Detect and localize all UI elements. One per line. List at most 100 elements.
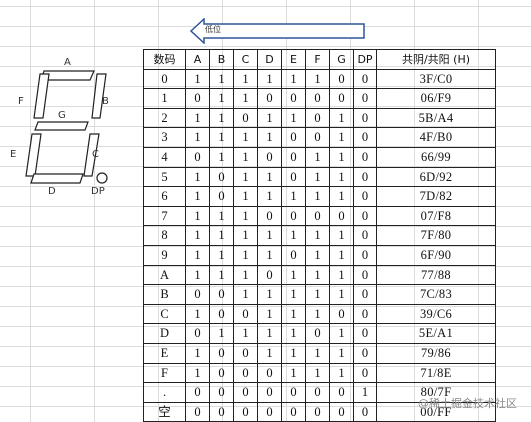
cell-digit: E — [143, 342, 186, 364]
cell-b: 0 — [209, 186, 234, 207]
cell-a: 1 — [185, 127, 210, 148]
cell-digit: 6 — [143, 186, 186, 207]
cell-e: 1 — [281, 186, 306, 207]
cell-e: 0 — [281, 88, 306, 109]
cell-dp: 0 — [353, 127, 377, 148]
cell-f: 1 — [305, 284, 330, 305]
cell-f: 1 — [305, 166, 330, 188]
cell-hex: 5B/A4 — [376, 107, 496, 129]
cell-c: 1 — [233, 225, 258, 246]
cell-b: 1 — [209, 205, 234, 227]
cell-g: 0 — [329, 401, 354, 422]
cell-a: 0 — [185, 382, 210, 403]
cell-d: 1 — [257, 186, 282, 207]
header-a: A — [185, 49, 210, 70]
cell-hex: 71/8E — [376, 362, 496, 384]
cell-g: 1 — [329, 166, 354, 188]
cell-a: 1 — [185, 303, 210, 325]
cell-dp: 0 — [353, 205, 377, 227]
cell-g: 0 — [329, 205, 354, 227]
cell-c: 1 — [233, 166, 258, 188]
cell-g: 1 — [329, 362, 354, 384]
cell-f: 0 — [305, 107, 330, 129]
cell-a: 1 — [185, 225, 210, 246]
cell-digit: 2 — [143, 107, 186, 129]
cell-a: 0 — [185, 146, 210, 168]
cell-digit: 8 — [143, 225, 186, 246]
cell-hex: 06/F9 — [376, 88, 496, 109]
cell-hex: 5E/A1 — [376, 323, 496, 344]
cell-a: 1 — [185, 107, 210, 129]
cell-f: 1 — [305, 362, 330, 384]
cell-g: 0 — [329, 303, 354, 325]
cell-b: 1 — [209, 225, 234, 246]
cell-b: 1 — [209, 323, 234, 344]
cell-c: 1 — [233, 264, 258, 286]
cell-digit: 0 — [143, 68, 186, 90]
cell-b: 1 — [209, 146, 234, 168]
cell-d: 1 — [257, 284, 282, 305]
cell-d: 1 — [257, 323, 282, 344]
cell-f: 1 — [305, 264, 330, 286]
segment-dp — [96, 172, 108, 184]
cell-b: 1 — [209, 107, 234, 129]
cell-hex: 6F/90 — [376, 244, 496, 266]
header-g: G — [329, 49, 354, 70]
cell-b: 0 — [209, 342, 234, 364]
cell-a: 0 — [185, 284, 210, 305]
cell-e: 0 — [281, 244, 306, 266]
cell-b: 1 — [209, 264, 234, 286]
cell-c: 0 — [233, 303, 258, 325]
cell-hex: 07/F8 — [376, 205, 496, 227]
cell-a: 1 — [185, 264, 210, 286]
cell-hex: 4F/B0 — [376, 127, 496, 148]
cell-d: 0 — [257, 401, 282, 422]
cell-g: 0 — [329, 382, 354, 403]
cell-dp: 0 — [353, 107, 377, 129]
cell-d: 0 — [257, 88, 282, 109]
cell-c: 1 — [233, 323, 258, 344]
cell-a: 1 — [185, 362, 210, 384]
cell-e: 1 — [281, 303, 306, 325]
cell-e: 0 — [281, 127, 306, 148]
header-b: B — [209, 49, 234, 70]
cell-d: 1 — [257, 303, 282, 325]
cell-e: 0 — [281, 146, 306, 168]
cell-f: 1 — [305, 303, 330, 325]
cell-dp: 0 — [353, 186, 377, 207]
segment-f — [33, 73, 50, 119]
cell-g: 1 — [329, 186, 354, 207]
cell-g: 1 — [329, 225, 354, 246]
cell-e: 1 — [281, 107, 306, 129]
cell-f: 1 — [305, 342, 330, 364]
cell-hex: 7F/80 — [376, 225, 496, 246]
segment-e — [25, 133, 42, 177]
cell-dp: 0 — [353, 146, 377, 168]
cell-d: 1 — [257, 127, 282, 148]
cell-d: 1 — [257, 68, 282, 90]
cell-d: 1 — [257, 225, 282, 246]
cell-d: 0 — [257, 382, 282, 403]
cell-g: 0 — [329, 68, 354, 90]
cell-g: 1 — [329, 107, 354, 129]
cell-a: 0 — [185, 401, 210, 422]
label-e: E — [10, 149, 17, 160]
cell-digit: 7 — [143, 205, 186, 227]
cell-d: 0 — [257, 264, 282, 286]
cell-e: 1 — [281, 68, 306, 90]
cell-dp: 1 — [353, 382, 377, 403]
header-digit: 数码 — [143, 49, 186, 70]
cell-hex: 00/FF — [376, 401, 496, 422]
cell-g: 0 — [329, 88, 354, 109]
cell-c: 0 — [233, 382, 258, 403]
